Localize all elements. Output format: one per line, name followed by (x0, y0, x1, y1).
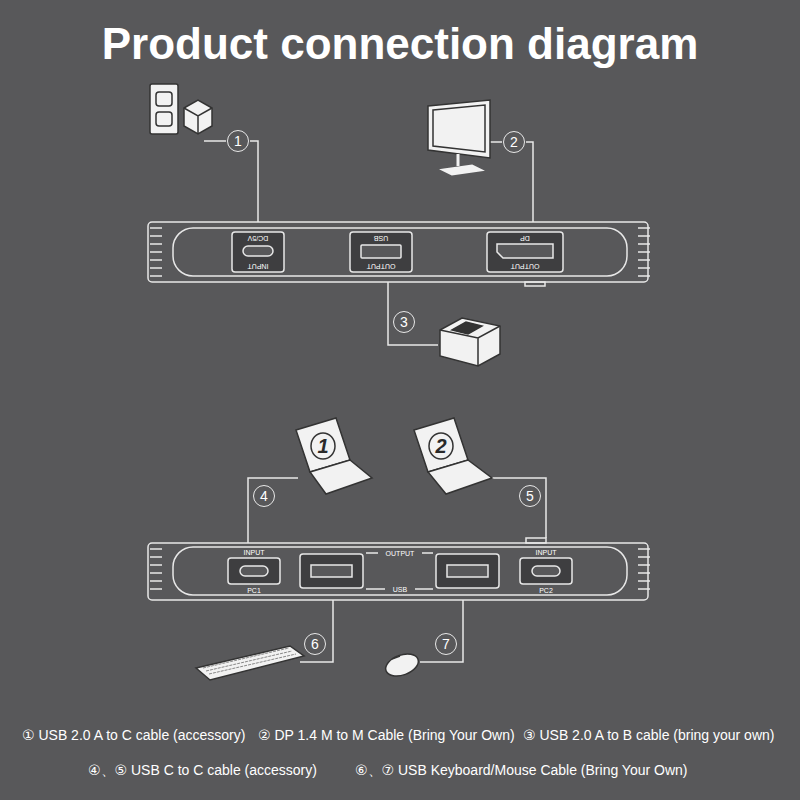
laptop-number: 1 (317, 436, 328, 456)
port-label: PC2 (539, 587, 553, 594)
cable-note: ③ USB 2.0 A to B cable (bring your own) (523, 728, 774, 742)
diagram-title: Product connection diagram (102, 22, 699, 66)
fin-line (150, 251, 650, 253)
leader-line (204, 141, 258, 222)
mouse (383, 650, 422, 680)
usb-a-socket (361, 245, 401, 258)
usb-a-port (436, 554, 499, 588)
switch-tab (526, 538, 546, 543)
fin-line (150, 580, 650, 582)
usb-c-port (232, 232, 284, 272)
callout-number: 7 (435, 633, 457, 655)
port-label: OUTPUT (367, 263, 396, 270)
port-label: INPUT (248, 263, 269, 270)
pc1-port (228, 558, 280, 584)
port-label: INPUT (244, 549, 265, 556)
leader-line (420, 600, 463, 662)
monitor-screen (433, 105, 485, 152)
cable-note: ① USB 2.0 A to C cable (accessory) (22, 728, 245, 742)
mouse-wheel (392, 656, 400, 659)
adapter-edge (184, 108, 212, 134)
socket (156, 112, 172, 126)
callout-number: 5 (519, 485, 541, 507)
laptop-number: 2 (435, 436, 446, 456)
device-slot (452, 322, 482, 334)
switch-top-face (148, 222, 648, 282)
callout-number: 4 (253, 485, 275, 507)
port-label: INPUT (536, 549, 557, 556)
port-label: PC1 (247, 587, 261, 594)
cable-note: ② DP 1.4 M to M Cable (Bring Your Own) (258, 728, 515, 742)
keyboard-keys (203, 648, 296, 674)
leader-line (300, 600, 333, 662)
fin-line (150, 564, 650, 566)
port-label: OUTPUT (511, 263, 540, 270)
top-panel (173, 228, 627, 276)
usb-device (440, 318, 500, 366)
callout-number: 6 (304, 633, 326, 655)
port-label: USB (374, 235, 388, 242)
bottom-panel (173, 547, 627, 595)
socket (156, 92, 172, 106)
dp-port (487, 232, 563, 272)
fin-line (150, 259, 650, 261)
fin-line (150, 235, 650, 237)
cable-note: ④、⑤ USB C to C cable (accessory) (88, 763, 317, 777)
leader-line (492, 478, 546, 538)
screen-badge (429, 433, 453, 459)
cable-note: ⑥、⑦ USB Keyboard/Mouse Cable (Bring Your… (355, 763, 687, 777)
laptop-2-base (428, 460, 492, 494)
callout-number: 3 (393, 311, 415, 333)
port-label: USB (393, 586, 407, 593)
laptop-1-base (310, 460, 372, 494)
usb-c-socket (532, 566, 560, 576)
screen-badge (311, 433, 335, 459)
port-label: DP (520, 235, 530, 242)
leader-line (490, 142, 533, 222)
switch-bottom-face (148, 543, 648, 600)
monitor-stand (444, 154, 480, 174)
leader-line (248, 478, 298, 543)
usb-c-socket (240, 566, 268, 576)
pc2-port (520, 558, 572, 584)
keyboard (196, 646, 304, 680)
fin-line (150, 572, 650, 574)
callout-number: 1 (227, 130, 249, 152)
dp-socket (497, 244, 553, 258)
usb-a-port (300, 554, 363, 588)
usb-a-socket (311, 565, 352, 577)
fin-line (150, 227, 650, 229)
usb-a-socket (447, 565, 488, 577)
switch-tab (525, 282, 545, 286)
power-adapter (184, 100, 212, 134)
cooling-fins (150, 228, 650, 589)
usb-c-socket (243, 246, 273, 256)
fin-line (150, 243, 650, 245)
callout-number: 2 (503, 131, 525, 153)
wall-outlet (150, 84, 178, 134)
port-label: DC/5V (248, 235, 269, 242)
fin-line (150, 275, 650, 277)
monitor (428, 100, 490, 158)
usb-a-port (350, 232, 412, 272)
port-label: OUTPUT (386, 550, 415, 557)
leader-line (388, 282, 438, 345)
fin-line (150, 267, 650, 269)
usb-bracket (366, 553, 433, 589)
